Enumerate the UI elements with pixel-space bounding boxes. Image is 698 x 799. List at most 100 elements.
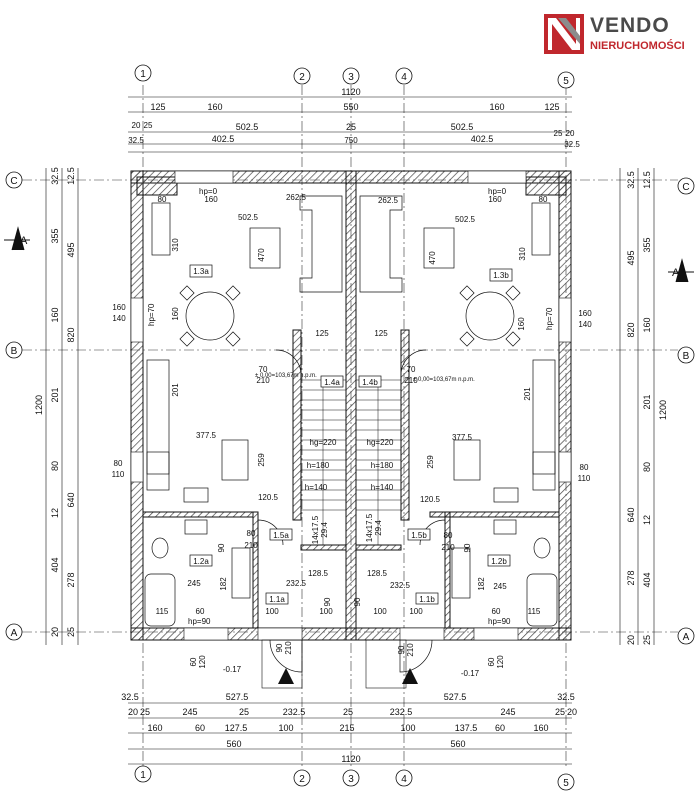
dim-text: 640 <box>66 492 76 507</box>
dim-text: 20 <box>128 707 138 717</box>
dim-text: 377.5 <box>196 431 217 440</box>
section-marker-right <box>668 258 694 283</box>
dim-text: 12.5 <box>642 171 652 189</box>
dim-text: 128.5 <box>308 569 329 578</box>
dim-text: 278 <box>66 572 76 587</box>
dim-text: 20 <box>566 129 575 138</box>
dim-text: 100 <box>265 607 279 616</box>
room-label: 1.3a <box>193 267 209 276</box>
dim-text: 90 <box>463 543 472 552</box>
dim-text: 25 <box>66 627 76 637</box>
dim-text: 470 <box>428 251 437 265</box>
axis-label-4-top: 4 <box>401 72 407 83</box>
dim-text: 377.5 <box>452 433 473 442</box>
window-tag: hp=0 <box>199 187 218 196</box>
dim-text: 404 <box>50 557 60 572</box>
dim-text: 1200 <box>658 400 668 420</box>
bathtub-right <box>526 573 558 627</box>
dim-text: 20 <box>132 121 141 130</box>
dim-text: 125 <box>544 102 559 112</box>
dim-text: 215 <box>339 723 354 733</box>
section-marker-right-label: A <box>672 267 680 279</box>
coffee-table-right <box>423 227 455 269</box>
dim-text: 32.5 <box>626 171 636 189</box>
dim-text: 232.5 <box>390 581 411 590</box>
dim-text: 201 <box>642 394 652 409</box>
window-tag: hp=90 <box>488 617 511 626</box>
dim-text: 12.5 <box>66 167 76 185</box>
dim-bottom-r2: 20 25 245 25 232.5 25 232.5 245 25 20 <box>128 707 577 717</box>
dim-text: 245 <box>500 707 515 717</box>
dim-text: 259 <box>257 453 266 467</box>
dim-top-r2: 125 160 550 160 125 <box>150 102 559 112</box>
room-label: 1.4b <box>362 378 378 387</box>
dim-text: 355 <box>50 228 60 243</box>
window-openings <box>130 170 572 641</box>
dim-text: 125 <box>315 329 329 338</box>
dim-top-r5: 402.5 402.5 <box>212 134 494 144</box>
dim-text: hg=220 <box>310 438 337 447</box>
axis-label-A-right: A <box>683 632 690 643</box>
dim-text: 201 <box>523 387 532 401</box>
dim-text: 245 <box>493 582 507 591</box>
dim-text: 60 <box>196 607 205 616</box>
interior-dims: 80 80 160 160 262.5 262.5 502.5 502.5 31… <box>112 193 593 678</box>
dim-text: 210 <box>404 376 418 385</box>
dim-text: 90 <box>353 597 362 606</box>
dim-text: 201 <box>50 387 60 402</box>
furniture <box>144 195 558 627</box>
dim-text: 120.5 <box>258 493 279 502</box>
dim-text: 160 <box>112 303 126 312</box>
axis-label-B-left: B <box>11 346 18 357</box>
dim-text: 80 <box>158 195 167 204</box>
entrance-arrow-right <box>402 668 418 684</box>
dim-text: 160 <box>533 723 548 733</box>
dim-bottom-r3: 160 60 127.5 100 215 100 137.5 60 160 <box>147 723 548 733</box>
entrance-steps <box>261 639 407 689</box>
axis-labels: 1 2 3 4 5 1 2 3 4 5 C B A C B A <box>10 69 689 789</box>
room-label: 1.2a <box>193 557 209 566</box>
dim-text: 60 <box>189 657 198 666</box>
dim-text: 402.5 <box>212 134 235 144</box>
dim-text: 470 <box>257 248 266 262</box>
dim-text: 80 <box>114 459 123 468</box>
dim-text: 90 <box>397 645 406 654</box>
dim-text: 160 <box>642 317 652 332</box>
level-notes: ± 0,00=103,67m n.p.m. ± 0,00=103,67m n.p… <box>255 373 475 383</box>
dim-text: 110 <box>112 470 125 479</box>
axis-label-C-left: C <box>10 176 17 187</box>
section-marker-left <box>4 226 30 251</box>
doors <box>257 349 446 673</box>
dining-table-right <box>465 291 515 341</box>
dim-text: 140 <box>112 314 126 323</box>
logo-sub-text: NIERUCHOMOŚCI <box>590 40 685 52</box>
dim-text: 60 <box>495 723 505 733</box>
dim-text: 201 <box>171 383 180 397</box>
logo-brand-text: VENDO <box>590 14 670 37</box>
dim-text: 80 <box>444 531 453 540</box>
dim-text: 750 <box>344 136 358 145</box>
dim-text: 160 <box>50 307 60 322</box>
dim-text: 1200 <box>34 395 44 415</box>
dim-text: 259 <box>426 455 435 469</box>
dim-text: 20 <box>626 635 636 645</box>
dim-text: 80 <box>642 462 652 472</box>
sofa-left <box>299 195 343 293</box>
room-label: 1.3b <box>493 271 509 280</box>
dim-bottom-r4: 560 560 <box>226 739 465 749</box>
dim-text: 25 <box>144 121 153 130</box>
dim-text: 80 <box>247 529 256 538</box>
dim-text: 820 <box>626 322 636 337</box>
dim-text: 115 <box>156 607 169 616</box>
section-marker-left-label: A <box>20 235 28 247</box>
dim-text: 127.5 <box>225 723 248 733</box>
room-label: 1.5b <box>411 531 427 540</box>
room-label: 1.5a <box>273 531 289 540</box>
dim-text: h=180 <box>371 461 394 470</box>
dim-text: 100 <box>373 607 387 616</box>
axis-label-1-bottom: 1 <box>140 770 146 781</box>
dim-text: 160 <box>489 102 504 112</box>
dim-text: 60 <box>492 607 501 616</box>
dim-text: 560 <box>226 739 241 749</box>
basin-right <box>493 519 517 535</box>
